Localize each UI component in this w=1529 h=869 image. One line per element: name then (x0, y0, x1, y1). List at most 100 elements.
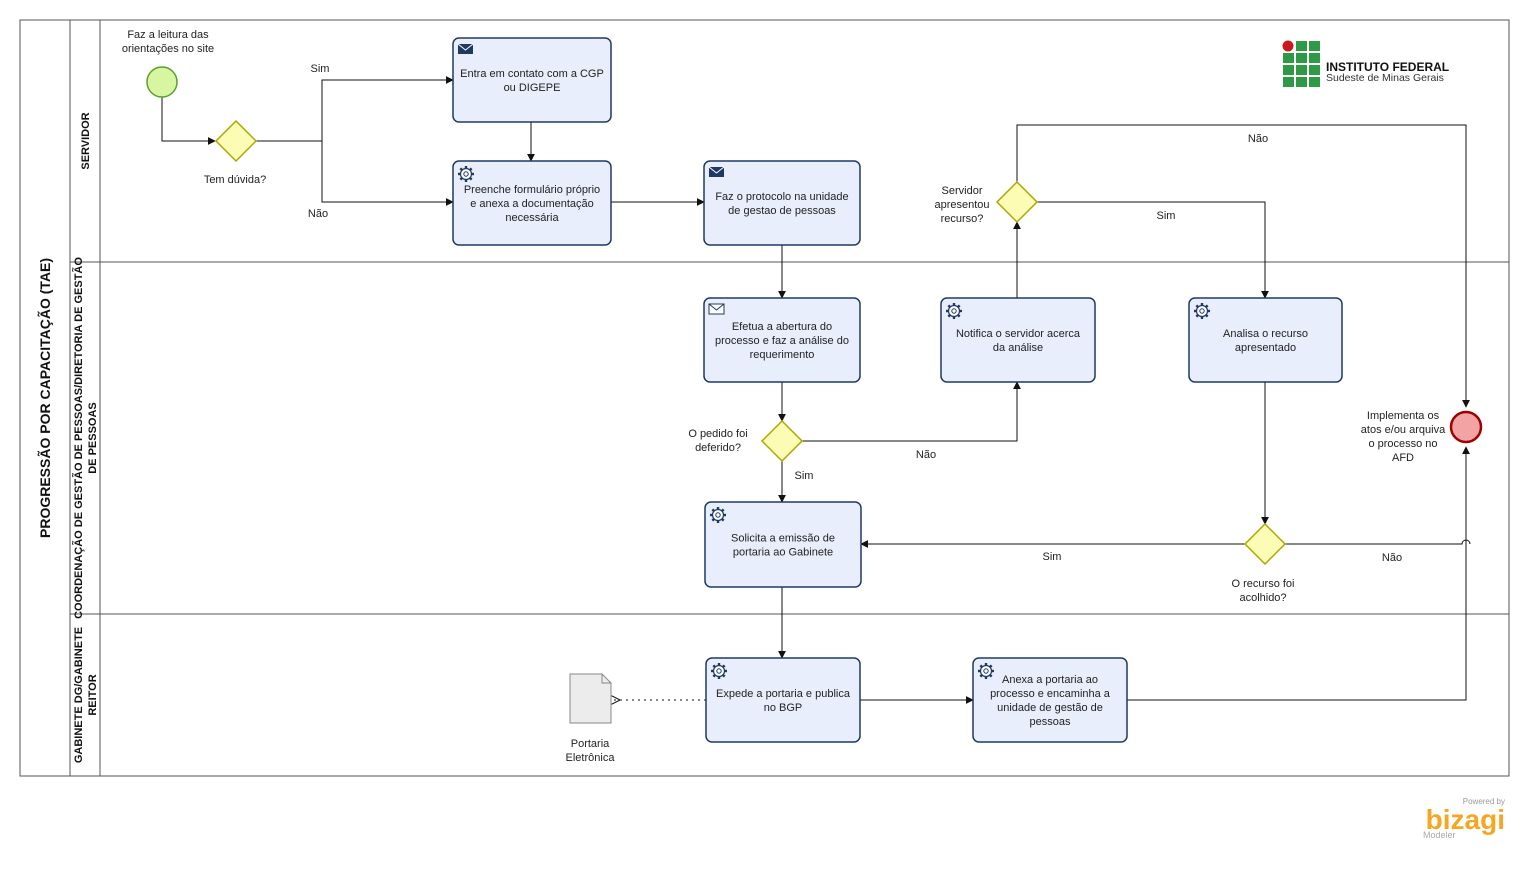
task-t4: Efetua a abertura do processo e faz a aná… (703, 297, 861, 383)
task-t8-label-1: Expede a portaria e publica (716, 688, 851, 700)
task-t6-label-2: apresentado (1235, 342, 1296, 354)
end-event-label-2: atos e/ou arquiva (1361, 424, 1446, 436)
start-event: Faz a leitura das orientações no site (122, 29, 214, 98)
task-t2: Preenche formulário próprio e anexa a doc… (452, 160, 612, 246)
task-t3-label-1: Faz o protocolo na unidade (715, 191, 848, 203)
instituto-federal-logo: INSTITUTO FEDERAL Sudeste de Minas Gerai… (1282, 40, 1449, 87)
gateway-tem-duvida-label: Tem dúvida? (204, 174, 266, 186)
task-t9: Anexa a portaria ao processo e encaminha … (972, 657, 1128, 743)
lane-servidor-label: SERVIDOR (80, 112, 92, 169)
task-t3: Faz o protocolo na unidade de gestao de p… (703, 160, 861, 246)
lane-labels: SERVIDOR COORDENAÇÃO DE GESTÃO DE PESSOA… (72, 112, 99, 763)
end-event: Implementa os atos e/ou arquiva o proces… (1361, 410, 1483, 464)
start-event-label-1: Faz a leitura das (127, 29, 209, 41)
logo-sub: Sudeste de Minas Gerais (1326, 72, 1444, 84)
logo-square (1296, 77, 1307, 87)
logo-name: INSTITUTO FEDERAL (1326, 60, 1449, 74)
logo-square (1296, 65, 1307, 75)
gateway-pedido-deferido: O pedido foi deferido? (688, 419, 804, 463)
task-t9-label-3: unidade de gestão de (997, 702, 1103, 714)
logo-square (1309, 53, 1320, 63)
end-event-label-3: o processo no (1368, 438, 1437, 450)
pool: PROGRESSÃO POR CAPACITAÇÃO (TAE) (19, 19, 1510, 777)
flow-label-g3-sim: Sim (795, 470, 814, 482)
flow-label-g2-nao: Não (1248, 133, 1268, 145)
gear-icon (710, 507, 726, 523)
task-t5-label-2: da análise (993, 342, 1043, 354)
lane-coordenacao-label-1: COORDENAÇÃO DE GESTÃO DE PESSOAS/DIRETOR… (72, 257, 85, 619)
task-t3-label-2: de gestao de pessoas (728, 205, 836, 217)
gear-icon (1194, 303, 1210, 319)
gateway-pedido-deferido-label-1: O pedido foi (688, 428, 747, 440)
gateway-recurso-acolhido-label-1: O recurso foi (1232, 578, 1295, 590)
task-t9-label-2: processo e encaminha a (990, 688, 1111, 700)
gateway-pedido-deferido-label-2: deferido? (695, 442, 741, 454)
sequence-flows (161, 76, 1471, 700)
artifact-portaria-eletronica: Portaria Eletrônica (566, 673, 616, 764)
gateway-apresentou-recurso: Servidor apresentou recurso? (934, 180, 1039, 225)
end-event-label-1: Implementa os (1367, 410, 1440, 422)
envelope-icon (708, 166, 725, 177)
task-t7-label-1: Solicita a emissão de (731, 533, 835, 545)
gear-icon (711, 663, 727, 679)
task-t7: Solicita a emissão de portaria ao Gabinet… (704, 501, 862, 588)
gear-icon (946, 303, 962, 319)
task-t5: Notifica o servidor acerca da análise (940, 297, 1096, 383)
flow-label-g4-nao: Não (1382, 552, 1402, 564)
brand-product: Modeler (1423, 830, 1456, 840)
envelope-icon (457, 43, 474, 54)
logo-square (1283, 77, 1294, 87)
logo-square (1296, 53, 1307, 63)
gateway-apresentou-recurso-label-2: apresentou (934, 199, 989, 211)
gateway-tem-duvida: Tem dúvida? (204, 119, 266, 186)
flow-label-g2-sim: Sim (1157, 210, 1176, 222)
artifact-label-1: Portaria (571, 738, 610, 750)
task-t4-label-2: processo e faz a análise do (715, 335, 849, 347)
start-event-label-2: orientações no site (122, 43, 214, 55)
task-t9-label-1: Anexa a portaria ao (1002, 674, 1098, 686)
lane-gabinete-label-2: REITOR (87, 674, 99, 715)
task-t7-label-2: portaria ao Gabinete (733, 547, 833, 559)
flow-label-g3-nao: Não (916, 449, 936, 461)
flow-label-g1-nao: Não (308, 208, 328, 220)
task-t1-label-2: ou DIGEPE (504, 82, 561, 94)
logo-square (1296, 41, 1307, 51)
task-t9-label-4: pessoas (1030, 716, 1071, 728)
end-event-label-4: AFD (1392, 452, 1414, 464)
gateway-apresentou-recurso-label-3: recurso? (941, 213, 984, 225)
task-t8: Expede a portaria e publica no BGP (705, 657, 861, 743)
task-t2-label-3: necessária (505, 212, 559, 224)
gateway-recurso-acolhido-label-2: acolhido? (1239, 592, 1286, 604)
flow-labels: Sim Não Não Sim Não Sim Sim Não (308, 63, 1402, 564)
logo-square (1309, 41, 1320, 51)
logo-dot (1282, 40, 1294, 52)
task-t2-label-1: Preenche formulário próprio (464, 184, 600, 196)
gateway-apresentou-recurso-label-1: Servidor (942, 185, 983, 197)
task-t6: Analisa o recurso apresentado (1188, 297, 1343, 383)
task-t4-label-3: requerimento (750, 349, 815, 361)
artifact-label-2: Eletrônica (566, 752, 616, 764)
tasks: Entra em contato com a CGP ou DIGEPE Preen… (452, 37, 1343, 743)
task-t1: Entra em contato com a CGP ou DIGEPE (452, 37, 612, 123)
task-t6-label-1: Analisa o recurso (1223, 328, 1308, 340)
gateway-recurso-acolhido: O recurso foi acolhido? (1232, 522, 1295, 604)
flow-label-g4-sim: Sim (1043, 551, 1062, 563)
flow-label-g1-sim: Sim (311, 63, 330, 75)
task-t2-label-2: e anexa a documentação (470, 198, 594, 210)
logo-square (1283, 65, 1294, 75)
pool-title: PROGRESSÃO POR CAPACITAÇÃO (TAE) (36, 258, 53, 538)
lane-gabinete-label-1: GABINETE DG/GABINETE (73, 627, 85, 763)
logo-square (1283, 53, 1294, 63)
task-t4-label-1: Efetua a abertura do (732, 321, 832, 333)
logo-square (1309, 77, 1320, 87)
task-t5-label-1: Notifica o servidor acerca (956, 328, 1081, 340)
logo-square (1309, 65, 1320, 75)
lane-coordenacao-label-2: DE PESSOAS (87, 402, 99, 474)
gear-icon (978, 663, 994, 679)
brand-name: bizagi (1426, 804, 1505, 835)
task-t8-label-2: no BGP (764, 702, 803, 714)
brand-powered: Powered by (1463, 797, 1505, 806)
task-t1-label-1: Entra em contato com a CGP (460, 68, 604, 80)
envelope-icon (708, 303, 725, 315)
